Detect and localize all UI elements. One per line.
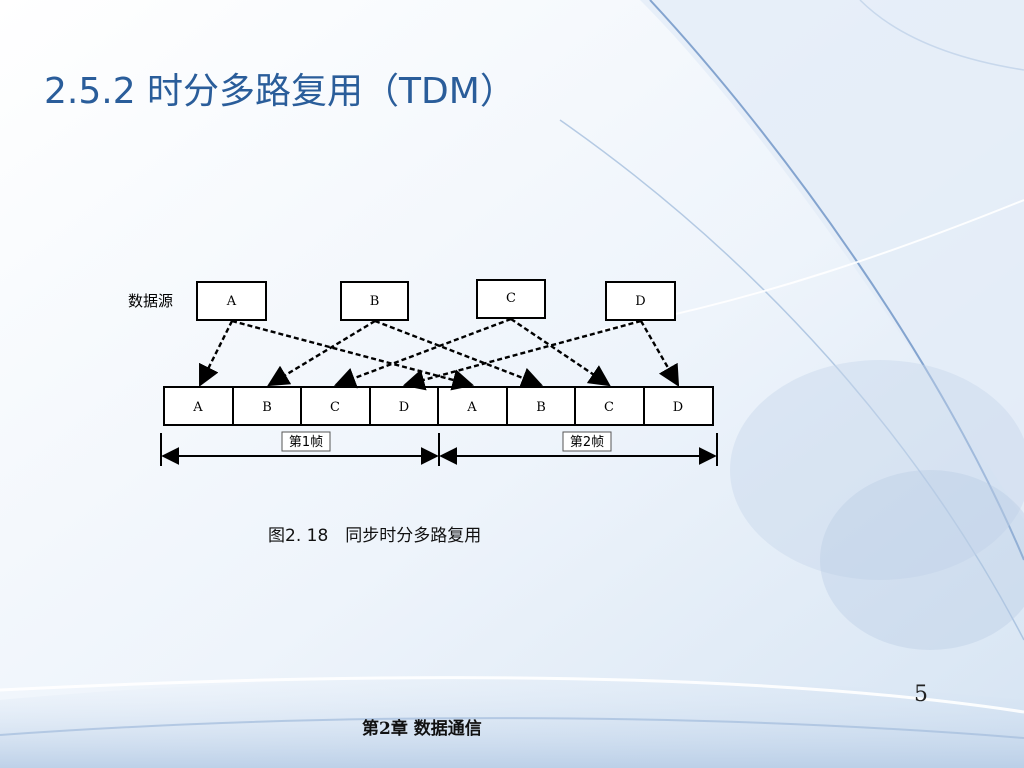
arrow-a-frame1 <box>198 320 234 387</box>
frame-label-1: 第1帧 <box>281 431 331 452</box>
slot-label-2: B <box>262 400 272 415</box>
source-box-c: C <box>476 279 546 319</box>
source-label-c: C <box>506 291 516 306</box>
slot-label-7: C <box>604 400 614 415</box>
arrow-a-frame2 <box>231 319 475 391</box>
source-label: 数据源 <box>128 292 173 310</box>
slot-label-5: A <box>466 400 477 415</box>
frame-label-1-text: 第1帧 <box>289 435 323 450</box>
slot-label-3: C <box>330 400 340 415</box>
arrow-d-frame2 <box>639 320 680 387</box>
arrow-c-frame2 <box>510 318 611 387</box>
slot-label-4: D <box>399 400 409 415</box>
frame-label-2-text: 第2帧 <box>570 435 604 450</box>
slot-label-6: B <box>536 400 546 415</box>
frame-span-indicator <box>160 433 718 466</box>
slot-label-1: A <box>192 400 203 415</box>
source-box-d: D <box>605 281 676 321</box>
arrow-c-frame1 <box>333 317 512 389</box>
source-label-b: B <box>370 294 380 309</box>
arrow-b-frame1 <box>267 319 376 387</box>
arrow-b-frame2 <box>374 319 544 389</box>
frame-label-2: 第2帧 <box>562 431 612 452</box>
source-label-d: D <box>635 294 645 309</box>
slot-label-8: D <box>673 400 683 415</box>
figure-caption: 图2. 18 同步时分多路复用 <box>268 526 482 546</box>
slide-footer: 第2章 数据通信 <box>362 719 482 739</box>
arrow-d-frame1 <box>402 319 642 391</box>
source-box-a: A <box>196 281 267 321</box>
arrows <box>198 317 680 391</box>
slide-title: 2.5.2 时分多路复用（TDM） <box>44 71 516 112</box>
page-number: 5 <box>914 682 928 707</box>
frame-slots: A B C D A B C D <box>163 386 714 426</box>
source-label-a: A <box>226 294 237 309</box>
source-box-b: B <box>340 281 409 321</box>
